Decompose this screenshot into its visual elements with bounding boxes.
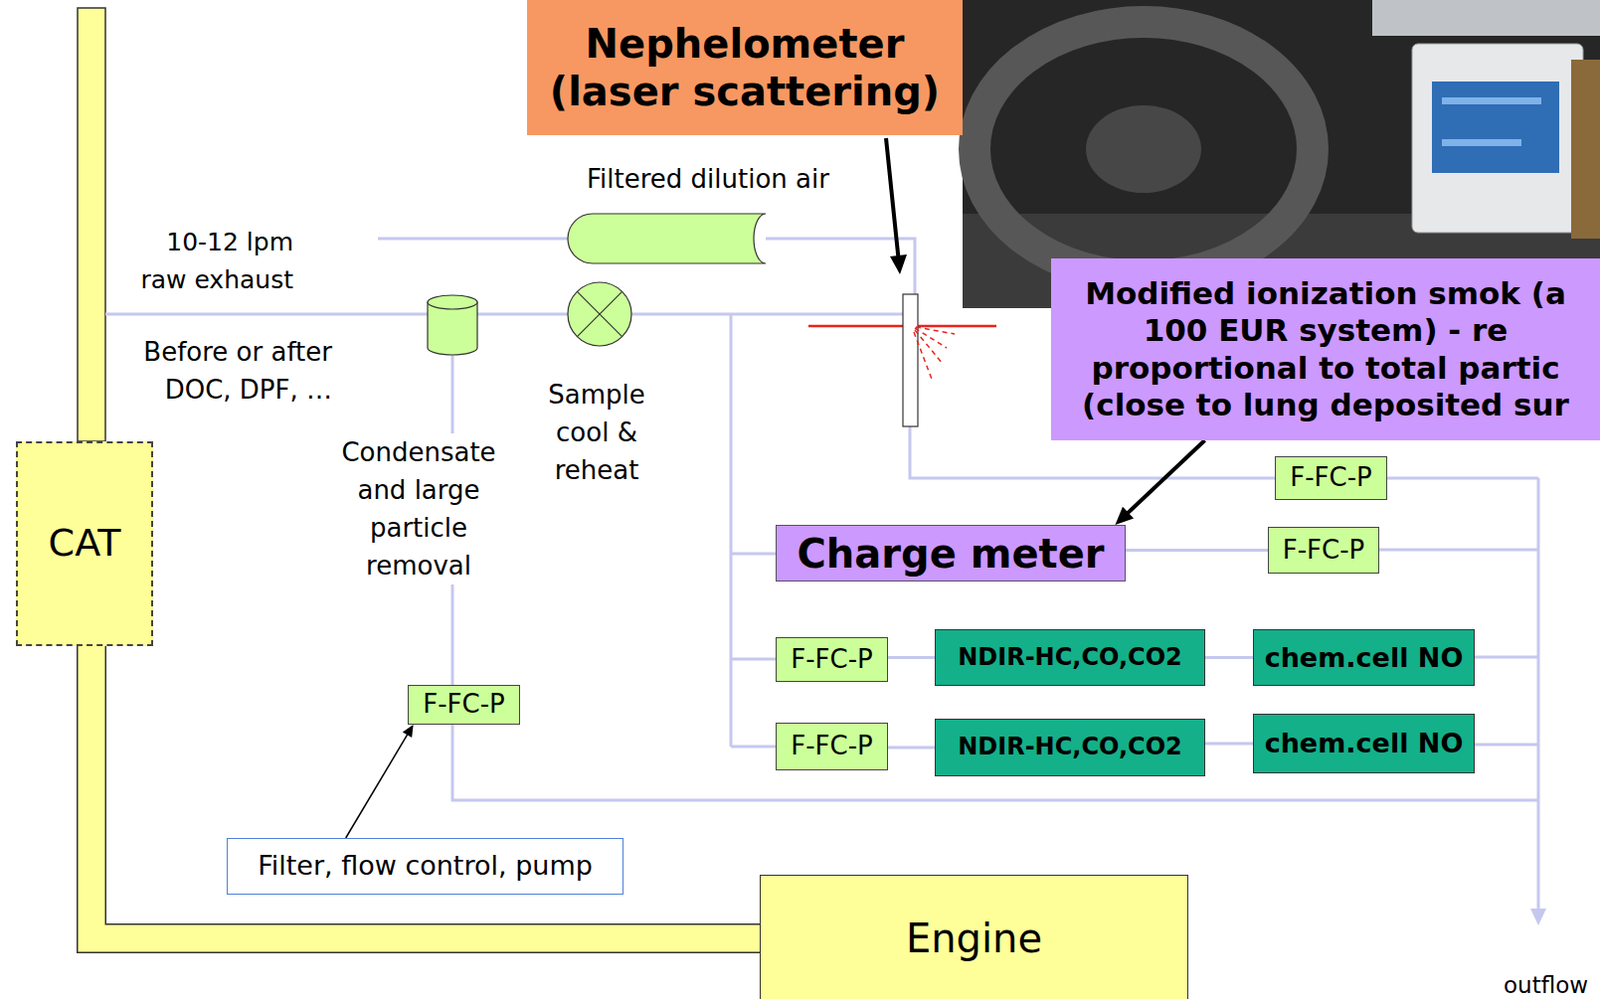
box-label: F-FC-P: [782, 731, 882, 762]
box-label: F-FC-P: [782, 645, 882, 676]
annotation-label: outflow: [1503, 973, 1596, 998]
pump-box: F-FC-P: [1274, 456, 1388, 501]
photo-screen-bar: [1441, 97, 1542, 105]
connector-line: [1205, 742, 1253, 746]
leader-arrowhead: [889, 254, 907, 275]
pipe-outline: [91, 646, 760, 939]
box-label: NDIR-HC,CO,CO2: [941, 644, 1199, 673]
box-label: CAT: [23, 521, 146, 567]
photo-device: [1412, 43, 1584, 233]
analyzer-box: NDIR-HC,CO,CO2: [934, 629, 1206, 687]
sample-line: [888, 657, 935, 659]
pump-box: F-FC-P: [775, 722, 889, 771]
exhaust-pipe: [77, 7, 106, 442]
instrument-box: Charge meter: [775, 525, 1126, 582]
callout-arrow: [346, 724, 414, 839]
sample-line: [888, 747, 935, 749]
box-label: Filter, flow control, pump: [233, 850, 617, 883]
box-label: F-FC-P: [1281, 463, 1381, 494]
engine-box: Engine: [759, 875, 1189, 999]
arrowhead: [402, 724, 414, 738]
pump-box: F-FC-P: [407, 685, 521, 725]
connector-line: [1124, 440, 1206, 517]
exhaust-pipe: [91, 646, 760, 939]
pump-box: F-FC-P: [775, 637, 889, 683]
connector-line: [888, 746, 935, 750]
annotation-label: Filtered dilution air: [586, 162, 848, 196]
box-label: chem.cell NO: [1259, 642, 1468, 674]
annotation-label: 10-12 lpm raw exhaust: [126, 223, 294, 300]
connector-line: [346, 731, 410, 839]
dilution-filter: [567, 213, 766, 264]
leader-arrow: [886, 138, 898, 258]
photo-screen-bar: [1441, 139, 1522, 147]
box-label: NDIR-HC,CO,CO2: [941, 733, 1199, 762]
photo-keyboard: [1372, 0, 1600, 36]
sample-line: [1125, 549, 1268, 551]
callout-box: Nephelometer (laser scattering): [527, 0, 963, 136]
photo-steering-wheel: [974, 21, 1313, 277]
box-label: Nephelometer (laser scattering): [533, 19, 957, 116]
note-box: Filter, flow control, pump: [226, 838, 624, 895]
analyzer-box: chem.cell NO: [1252, 629, 1475, 687]
nephelometer-cell: [902, 294, 918, 427]
condensate-trap-top: [427, 295, 478, 310]
sample-line: [1205, 657, 1253, 659]
pipe-fill: [91, 646, 760, 939]
analyzer-box: NDIR-HC,CO,CO2: [934, 718, 1206, 777]
photo-screen: [1431, 81, 1560, 174]
callout-arrow: [1114, 440, 1205, 526]
scatter-rays: [913, 327, 955, 382]
box-label: F-FC-P: [414, 690, 514, 720]
box-label: Engine: [766, 914, 1182, 963]
outflow-line: [1379, 478, 1539, 911]
box-label: chem.cell NO: [1259, 727, 1468, 759]
box-label: Modified ionization smok (a 100 EUR syst…: [1057, 275, 1595, 424]
outflow-arrowhead: [1530, 908, 1547, 926]
annotation-label: Sample cool & reheat: [536, 375, 657, 490]
pump-box: F-FC-P: [1267, 527, 1380, 574]
photo-cable: [1571, 59, 1600, 239]
connector-line: [1205, 656, 1253, 660]
annotation-label: Condensate and large particle removal: [334, 433, 504, 585]
annotation-label: Before or after DOC, DPF, …: [123, 333, 333, 409]
cooler-cross: [576, 291, 622, 337]
catalyst-box: CAT: [15, 441, 154, 647]
analyzer-box: chem.cell NO: [1252, 713, 1475, 774]
box-label: F-FC-P: [1274, 535, 1373, 566]
arrowhead: [1114, 507, 1134, 526]
callout-box: Modified ionization smok (a 100 EUR syst…: [1051, 258, 1600, 441]
photo-wheel-hub: [1085, 105, 1202, 193]
box-label: Charge meter: [782, 531, 1119, 577]
cooler-symbol: [567, 282, 632, 347]
sample-line: [1205, 743, 1253, 745]
connector-line: [1125, 548, 1268, 552]
condensate-trap: [427, 302, 478, 356]
connector-line: [888, 656, 935, 660]
